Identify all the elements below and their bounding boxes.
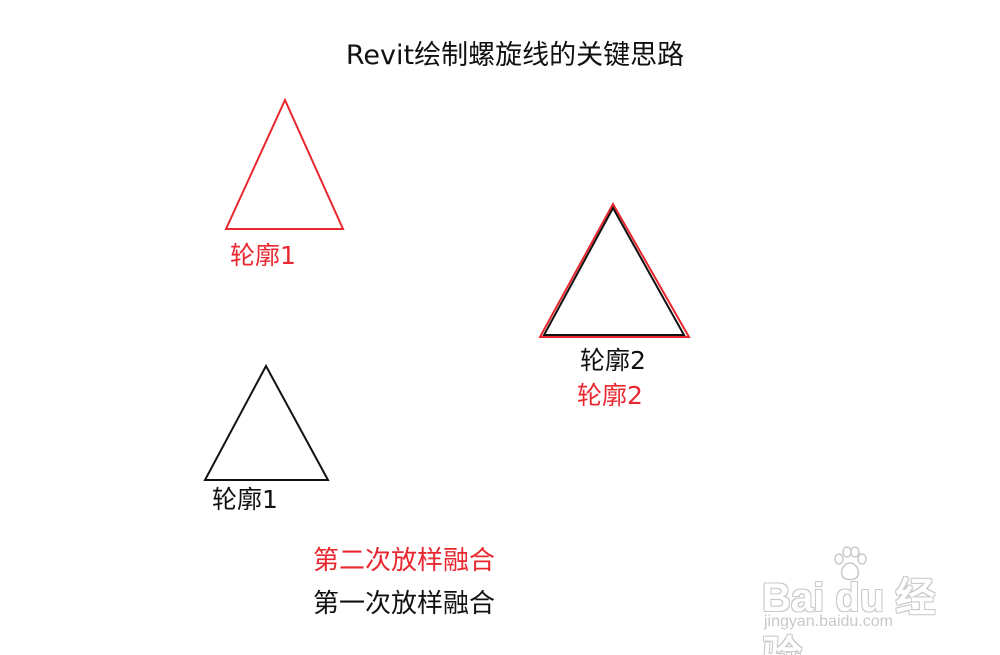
paw-icon xyxy=(834,546,867,581)
watermark-logo: Bai du 经验 xyxy=(762,576,936,655)
label-profile2-black: 轮廓2 xyxy=(580,346,646,375)
triangle-profile2-red xyxy=(538,201,691,338)
legend-second-blend: 第二次放样融合 xyxy=(313,546,496,576)
label-profile1-red: 轮廓1 xyxy=(230,241,296,270)
label-profile2-red: 轮廓2 xyxy=(577,381,643,410)
triangle-profile1-black xyxy=(203,363,330,481)
legend-first-blend: 第一次放样融合 xyxy=(313,589,496,619)
watermark-url: jingyan.baidu.com xyxy=(764,613,893,630)
label-profile1-black: 轮廓1 xyxy=(212,485,278,514)
baidu-watermark: Bai du 经验 jingyan.baidu.com xyxy=(762,545,962,655)
triangle-profile2-black xyxy=(542,205,686,336)
triangle-profile1-red xyxy=(224,97,345,230)
diagram-title: Revit绘制螺旋线的关键思路 xyxy=(345,40,685,71)
